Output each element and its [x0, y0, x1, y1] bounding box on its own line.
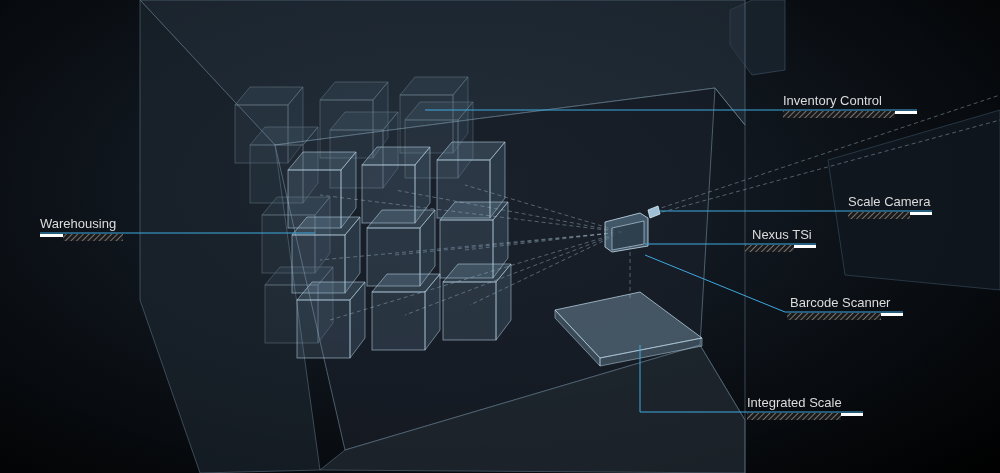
callout-label: Warehousing	[40, 216, 116, 231]
callout-label: Nexus TSi	[752, 227, 812, 242]
callout-label: Inventory Control	[783, 93, 882, 108]
callout-label: Integrated Scale	[747, 395, 842, 410]
callout-label: Scale Camera	[848, 194, 930, 209]
callout-label: Barcode Scanner	[790, 295, 890, 310]
